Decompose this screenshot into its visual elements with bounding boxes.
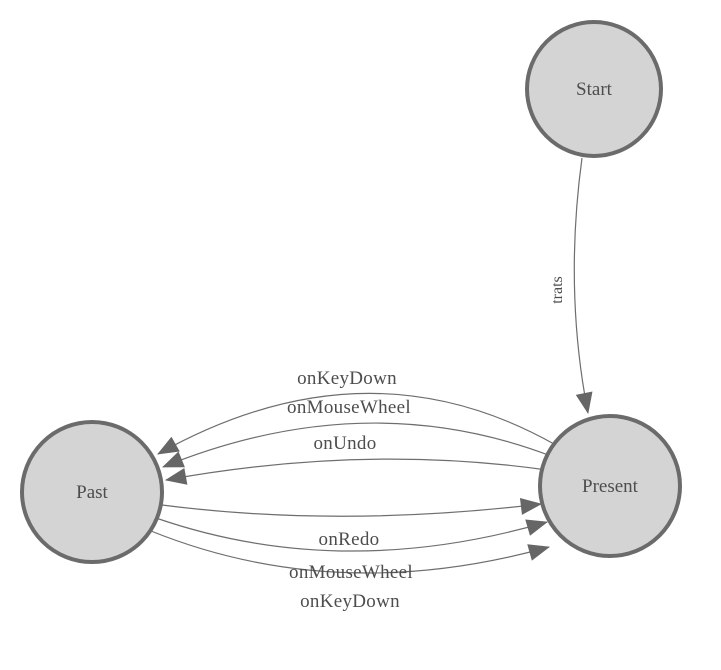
edge-label-onmousewheel-top: onMouseWheel [287, 397, 411, 418]
node-present-circle[interactable] [538, 414, 682, 558]
edge-label-start: trats [549, 276, 566, 304]
node-past-circle[interactable] [20, 420, 164, 564]
node-start[interactable]: Start [525, 20, 663, 158]
node-present-label: Present [582, 476, 639, 497]
edge-label-onundo: onUndo [313, 433, 376, 454]
node-start-circle[interactable] [525, 20, 663, 158]
node-start-label: Start [576, 79, 613, 100]
edge-past-to-present-onkeydown [150, 530, 551, 574]
edge-start-to-present [573, 157, 593, 415]
node-past[interactable]: Past [20, 420, 164, 564]
edge-label-onkeydown-bottom: onKeyDown [300, 591, 400, 612]
edge-present-to-past-onkeydown [157, 392, 555, 455]
edge-past-to-present-onmousewheel [155, 517, 549, 552]
edge-past-to-present-onredo [161, 497, 543, 517]
edge-present-to-past-onundo [164, 458, 548, 485]
node-present[interactable]: Present [538, 414, 682, 558]
edge-label-onredo: onRedo [319, 529, 380, 550]
edge-label-onkeydown-top: onKeyDown [297, 368, 397, 389]
node-past-label: Past [76, 482, 108, 503]
edge-label-onmousewheel-bottom: onMouseWheel [289, 562, 413, 583]
edge-present-to-past-onmousewheel [162, 422, 552, 468]
